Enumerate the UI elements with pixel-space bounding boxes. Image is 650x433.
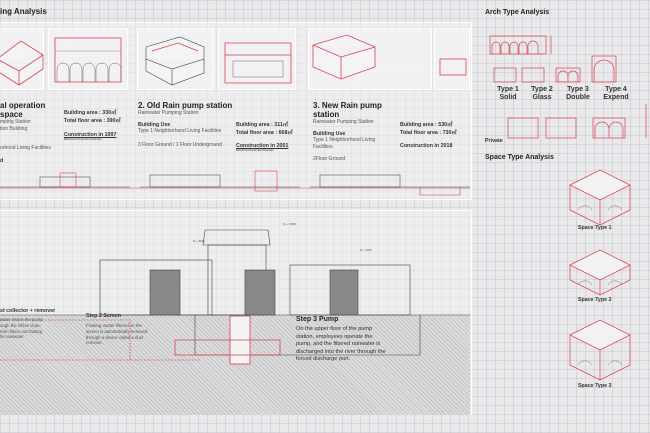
station3-name: 3. New Rain pump station — [313, 101, 382, 119]
space-type-1-label: Space Type 1 — [578, 225, 612, 231]
level-fl-8000: FL + 8000 — [193, 240, 205, 243]
station2-info: 2. Old Rain pump station Rainwater Pumpi… — [138, 101, 233, 148]
step3-line1: On the upper floor of the pump — [296, 326, 373, 332]
station-sections-drawing — [0, 170, 470, 196]
step2-line2: screen is automatically removed — [86, 328, 148, 334]
space-type-title: Space Type Analysis — [485, 154, 554, 161]
arch-type-4-number: Type 4 — [605, 86, 627, 93]
arch-type-2-name: Glass — [532, 93, 552, 101]
station1-floors: d — [0, 158, 4, 165]
level-fl-6000: FL + 6000 — [360, 249, 372, 252]
step2-title: Step 2 Screen — [86, 313, 122, 319]
station3-use: Type 1 Neighborhood Living Facilities — [313, 136, 376, 150]
station3-elevation-card — [434, 28, 470, 90]
station2-floors: 3 Floor Ground / 1 Floor Underground — [138, 141, 222, 148]
step3-block: Step 3 Pump On the upper floor of the pu… — [296, 316, 446, 364]
arch-type-title: Arch Type Analysis — [485, 9, 550, 16]
station1-structure: Reinforced Concrete Structure — [64, 138, 102, 141]
step2-block: Step 2 Screen Floating matter filtered o… — [86, 313, 176, 346]
space-type-2-label: Space Type 2 — [578, 297, 612, 303]
step2-line4: remover. — [86, 340, 103, 346]
station3-info: 3. New Rain pump station Rainwater Pumpi… — [313, 101, 393, 163]
underground-hatch — [0, 315, 470, 415]
step2-line1: Floating matter filtered on the — [86, 323, 142, 328]
station1-area: Building area : 330㎡ — [64, 110, 117, 116]
station1-construction: Construction in 1997 — [64, 132, 117, 138]
station1-elevation-card — [48, 28, 128, 90]
building-analysis-title: ing Analysis — [0, 7, 47, 16]
station1-sub2: tion Building — [0, 125, 28, 132]
step1-title: st collector + remover — [0, 308, 56, 314]
station1-sub1: mping Station — [0, 119, 31, 125]
arch-type-1-name: Solid — [499, 93, 517, 101]
step1-block: st collector + remover water enters the … — [0, 308, 65, 340]
step2-line3: through a device called a dust — [86, 334, 144, 340]
station1-info: al operation space mping Station tion Bu… — [0, 101, 60, 164]
step3-line2: station, employees operate the — [296, 333, 373, 340]
station3-area: Building area : 530㎡ — [400, 122, 453, 128]
arch-type-1-number: Type 1 — [497, 86, 519, 93]
step3-line5: forced discharge port. — [296, 356, 351, 363]
pump-station-section-drawing — [0, 229, 470, 365]
arch-type-3-number: Type 3 — [567, 86, 589, 93]
station2-use: Type 1 Neighborhood Living Facilities — [138, 127, 222, 134]
station2-use-label: Building Use — [138, 121, 171, 128]
station3-floors: 2Floor Ground — [313, 156, 346, 163]
arch-type-2-number: Type 2 — [531, 86, 553, 93]
station1-stats: Building area : 330㎡ Total floor area : … — [64, 108, 121, 141]
station3-axon-card — [308, 28, 432, 90]
step1-line2: ough the inflow chan- — [0, 322, 41, 328]
step1-line3: reen filters out floating — [0, 328, 43, 334]
station2-area: Building area : 311㎡ — [236, 122, 289, 128]
arch-type-4-name: Expend — [603, 93, 629, 101]
station3-floor-area: Total floor area : 730㎡ — [400, 130, 457, 136]
station1-use: orhood Living Facilities — [0, 144, 51, 151]
station2-sub1: Rainwater Pumping Station — [138, 110, 199, 116]
station2-construction: Construction in 2001 — [236, 143, 289, 149]
arch-private-label: Private — [485, 138, 503, 144]
step3-line3: pump, and the filtered rainwater is — [296, 341, 381, 348]
station3-construction: Construction in 2018 — [400, 143, 453, 149]
station3-use-label: Building Use — [313, 130, 346, 137]
space-type-drawings — [569, 169, 631, 381]
station2-name: 2. Old Rain pump station — [138, 101, 233, 110]
arch-type-drawings — [489, 35, 647, 139]
station2-floor-area: Total floor area : 668㎡ — [236, 130, 293, 136]
station2-elevation-card — [218, 28, 296, 90]
station3-sub1: Rainwater Pumping Station — [313, 119, 374, 125]
step1-line1: water enters the pump — [0, 317, 43, 322]
level-fl-16000: FL + 16000 — [283, 223, 297, 226]
station2-structure: Reinforced Concrete Structure — [236, 149, 274, 152]
station3-stats: Building area : 530㎡ Total floor area : … — [400, 120, 457, 149]
step3-title: Step 3 Pump — [296, 316, 339, 323]
station2-axon-card — [137, 28, 214, 90]
station1-floor-area: Total floor area : 390㎡ — [64, 118, 121, 124]
station1-name: al operation space — [0, 101, 46, 119]
arch-type-3-name: Double — [566, 93, 590, 101]
step1-line4: he rainwater. — [0, 334, 25, 340]
step3-line4: discharged into the river through the — [296, 348, 386, 355]
space-type-3-label: Space Type 3 — [578, 383, 612, 389]
station1-axon-card — [0, 28, 44, 90]
station2-stats: Building area : 311㎡ Total floor area : … — [236, 120, 293, 152]
